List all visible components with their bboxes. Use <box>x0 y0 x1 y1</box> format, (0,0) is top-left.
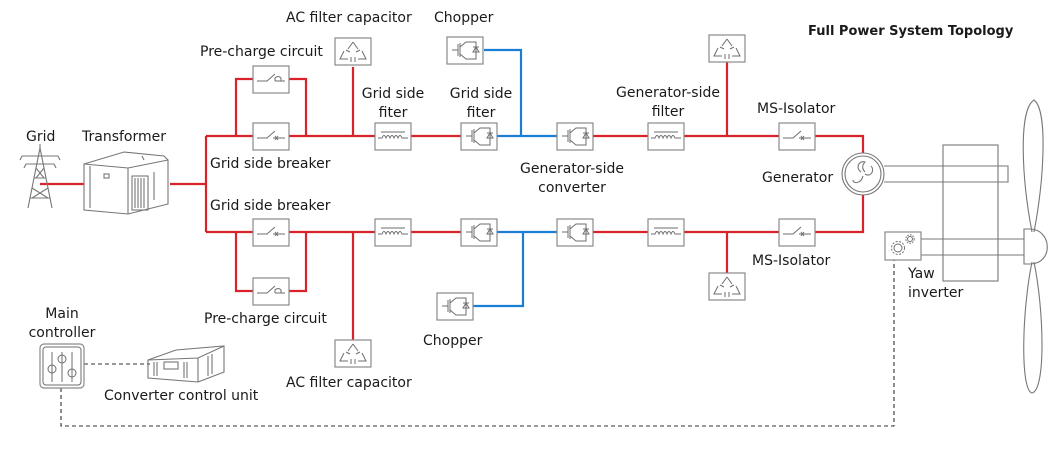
chopper-bottom <box>436 292 474 321</box>
dc-link-lines <box>473 48 557 308</box>
label-gen-converter-2: converter <box>538 180 606 196</box>
grid-tower-icon <box>19 144 61 209</box>
generator-side-filter-top <box>647 122 685 151</box>
label-gen-filter-1: Generator-side <box>616 85 720 101</box>
generator-side-filter-bottom <box>647 218 685 247</box>
converter-control-unit-icon <box>147 345 225 383</box>
generator-side-converter-bottom <box>556 218 594 247</box>
control-signal-lines <box>60 260 895 427</box>
wind-turbine-rotor-icon <box>1022 99 1048 394</box>
ms-isolator-bottom <box>778 218 816 247</box>
label-grid-converter-1: Grid side <box>450 86 513 102</box>
precharge-circuit-bottom <box>252 277 290 306</box>
label-gen-converter-1: Generator-side <box>520 161 624 177</box>
label-main-controller-1: Main <box>45 306 78 322</box>
chopper-top <box>446 36 484 65</box>
ac-filter-capacitor-top <box>334 37 372 66</box>
diagram-title: Full Power System Topology <box>808 24 1014 39</box>
transformer-icon <box>83 151 169 215</box>
label-gen-filter-2: filter <box>652 104 685 120</box>
grid-side-breaker-top <box>252 122 290 151</box>
label-precharge-bottom: Pre-charge circuit <box>204 311 327 327</box>
label-chopper-bottom: Chopper <box>423 333 483 349</box>
label-ms-isolator-bottom: MS-Isolator <box>752 253 831 269</box>
grid-side-converter-top <box>460 122 498 151</box>
label-grid-filter-2: fiter <box>379 105 408 121</box>
generator-side-capacitor-top <box>708 34 746 63</box>
label-ac-capacitor-bottom: AC filter capacitor <box>286 375 412 391</box>
label-breaker-top: Grid side breaker <box>210 156 331 172</box>
label-transformer: Transformer <box>81 129 166 145</box>
grid-side-converter-bottom <box>460 218 498 247</box>
label-converter-control-unit: Converter control unit <box>104 388 259 404</box>
label-grid-filter-1: Grid side <box>362 86 425 102</box>
label-yaw-1: Yaw <box>907 266 935 282</box>
label-breaker-bottom: Grid side breaker <box>210 198 331 214</box>
label-precharge-top: Pre-charge circuit <box>200 44 323 60</box>
ms-isolator-top <box>778 122 816 151</box>
grid-side-filter-top <box>374 122 412 151</box>
label-chopper-top: Chopper <box>434 10 494 26</box>
label-grid: Grid <box>26 129 55 145</box>
ac-filter-capacitor-bottom <box>334 339 372 368</box>
main-controller-icon <box>39 343 85 389</box>
generator-icon <box>841 152 885 196</box>
generator-side-converter-top <box>556 122 594 151</box>
label-grid-converter-2: fiter <box>467 105 496 121</box>
grid-side-breaker-bottom <box>252 218 290 247</box>
generator-side-capacitor-bottom <box>708 272 746 301</box>
label-yaw-2: inverter <box>908 285 964 301</box>
yaw-inverter-icon <box>884 231 922 261</box>
nacelle-icon <box>884 144 1024 282</box>
label-generator: Generator <box>762 170 833 186</box>
label-main-controller-2: controller <box>29 325 96 341</box>
grid-side-filter-bottom <box>374 218 412 247</box>
precharge-circuit-top <box>252 65 290 94</box>
label-ac-capacitor-top: AC filter capacitor <box>286 10 412 26</box>
label-ms-isolator-top: MS-Isolator <box>757 101 836 117</box>
ac-power-lines <box>40 62 865 340</box>
